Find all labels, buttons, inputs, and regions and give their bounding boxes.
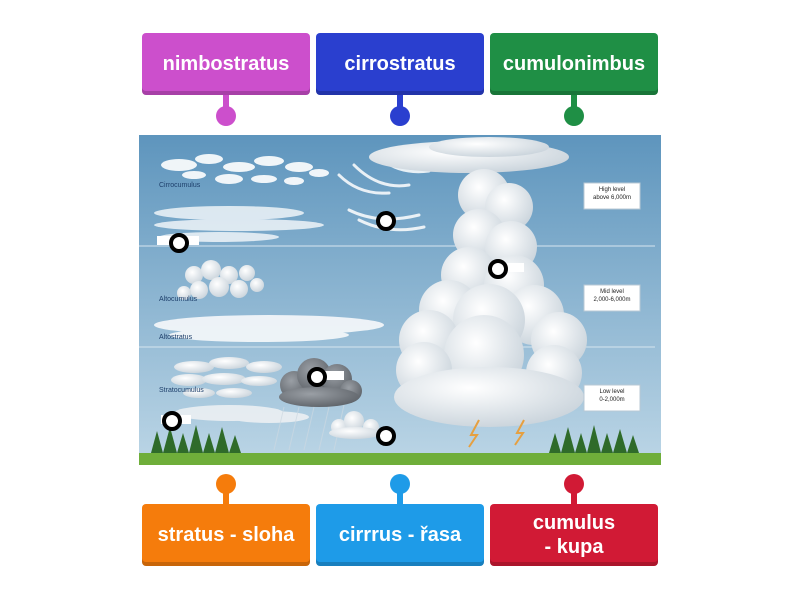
cumulonimbus-cloud: [369, 137, 587, 427]
label-cirrocumulus: Cirrocumulus: [159, 182, 201, 189]
level-mid-label: Mid level 2,000-6,000m: [584, 288, 640, 304]
level-mid-line2: 2,000-6,000m: [593, 297, 631, 303]
tile-label-line1: cumulus: [532, 512, 616, 534]
trees-right: [549, 425, 639, 453]
level-low-line2: 0-2,000m: [599, 397, 625, 403]
level-high-label: High level above 6,000m: [584, 186, 640, 202]
pin-stem: [571, 95, 577, 109]
tile-cumulus[interactable]: cumulus - kupa: [490, 504, 658, 566]
level-high-line2: above 6,000m: [592, 195, 632, 201]
drop-target-marker[interactable]: [376, 211, 396, 231]
label-altocumulus: Altocumulus: [159, 296, 198, 303]
cirrostratus-band: [154, 206, 324, 242]
cloud-diagram: Cirrocumulus Altocumulus Altostratus Str…: [139, 135, 661, 465]
pin-stem: [571, 490, 577, 504]
tile-label: cumulonimbus: [502, 53, 646, 75]
drop-target-marker[interactable]: [376, 426, 396, 446]
level-box-low: [583, 384, 641, 412]
level-low-line1: Low level: [599, 389, 625, 395]
tile-cumulonimbus[interactable]: cumulonimbus: [490, 33, 658, 95]
pin-dot: [216, 106, 236, 126]
cirrocumulus-cloud: [161, 154, 329, 185]
trees-left: [151, 425, 241, 453]
ground: [139, 453, 661, 465]
answer-slot: [494, 263, 524, 272]
pin-stem: [397, 95, 403, 109]
tile-label: cirrostratus: [344, 53, 456, 75]
cloud-diagram-svg: [139, 135, 661, 465]
drop-target-marker[interactable]: [488, 259, 508, 279]
pin-stem: [223, 490, 229, 504]
level-low-label: Low level 0-2,000m: [584, 388, 640, 404]
tile-label: nimbostratus: [162, 53, 290, 75]
level-high-line1: High level: [598, 187, 626, 193]
altostratus-cloud: [154, 315, 384, 342]
label-altostratus: Altostratus: [159, 334, 193, 341]
drop-target-marker[interactable]: [169, 233, 189, 253]
tile-nimbostratus[interactable]: nimbostratus: [142, 33, 310, 95]
level-box-mid: [583, 284, 641, 312]
pin-stem: [397, 490, 403, 504]
tile-label: cirrrus - řasa: [338, 524, 462, 546]
pin-dot: [564, 474, 584, 494]
tile-label: stratus - sloha: [157, 524, 295, 546]
tile-label-line2: - kupa: [544, 536, 604, 558]
pin-dot: [564, 106, 584, 126]
answer-slot: [314, 371, 344, 380]
label-stratocumulus: Stratocumulus: [159, 387, 204, 394]
lightning: [468, 419, 525, 448]
level-mid-line1: Mid level: [600, 289, 624, 295]
pin-stem: [223, 95, 229, 109]
stratus-cloud: [174, 405, 309, 423]
pin-dot: [216, 474, 236, 494]
cumulus-cloud: [329, 411, 381, 439]
stratocumulus-cloud: [171, 357, 282, 398]
pin-dot: [390, 474, 410, 494]
drop-target-marker[interactable]: [162, 411, 182, 431]
tile-cirrus[interactable]: cirrrus - řasa: [316, 504, 484, 566]
altocumulus-cloud: [177, 260, 264, 300]
level-box-high: [583, 182, 641, 210]
tile-stratus[interactable]: stratus - sloha: [142, 504, 310, 566]
drop-target-marker[interactable]: [307, 367, 327, 387]
tile-cirrostratus[interactable]: cirrostratus: [316, 33, 484, 95]
pin-dot: [390, 106, 410, 126]
